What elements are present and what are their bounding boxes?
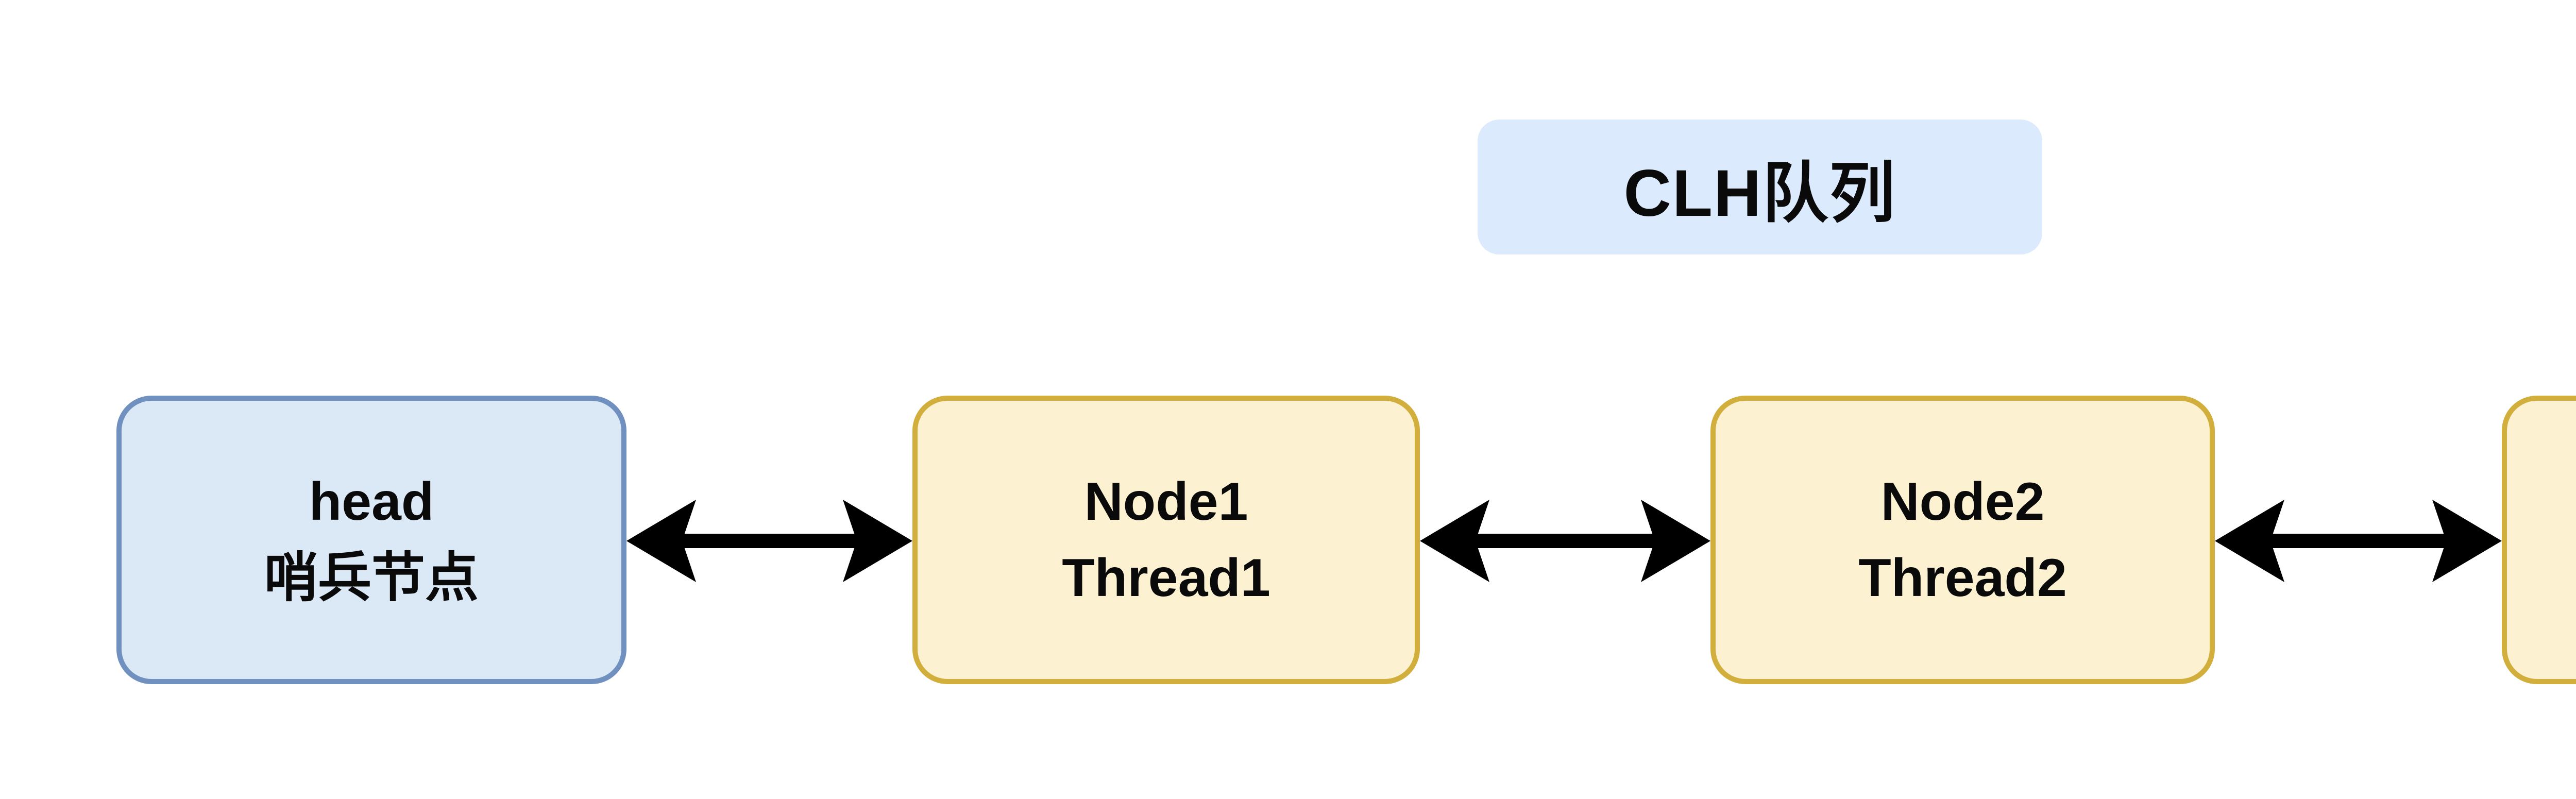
double-arrow-icon	[626, 500, 912, 582]
double-arrow-icon	[2215, 500, 2502, 582]
double-arrow-node1-node2	[1420, 497, 1710, 585]
head-label: head	[309, 472, 434, 532]
diagram-title-box: CLH队列	[1478, 120, 2042, 254]
queue-node-3: Node3 Thread3	[2502, 396, 2576, 684]
double-arrow-head-node1	[626, 497, 912, 585]
node1-thread-label: Thread1	[1062, 548, 1270, 608]
node2-label: Node2	[1880, 472, 2045, 532]
node1-label: Node1	[1084, 472, 1248, 532]
head-sublabel: 哨兵节点	[264, 548, 479, 608]
double-arrow-icon	[1420, 500, 1710, 582]
diagram-title: CLH队列	[1623, 156, 1896, 230]
head-sentinel-node: head 哨兵节点	[116, 396, 626, 684]
queue-node-1: Node1 Thread1	[912, 396, 1420, 684]
node2-thread-label: Thread2	[1858, 548, 2067, 608]
double-arrow-node2-node3	[2215, 497, 2502, 585]
queue-node-2: Node2 Thread2	[1710, 396, 2215, 684]
